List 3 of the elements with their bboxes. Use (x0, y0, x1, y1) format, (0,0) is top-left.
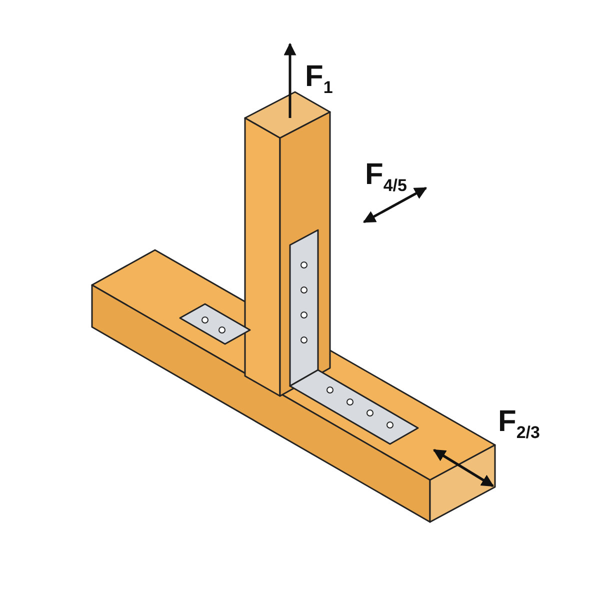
force-label: F$_{1}$ (305, 60, 333, 98)
force-label: F$_{4/5}$ (365, 158, 407, 196)
force-label: F$_{2/3}$ (498, 405, 540, 443)
